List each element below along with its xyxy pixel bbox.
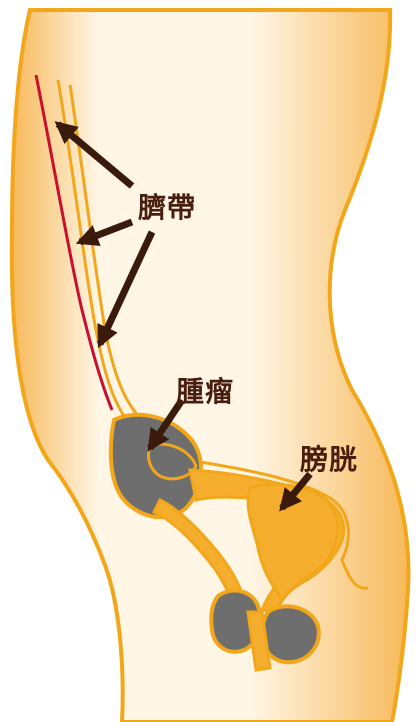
label-umbilical-cord: 臍帶 — [138, 194, 196, 222]
label-bladder: 膀胱 — [300, 446, 358, 474]
label-tumor: 腫瘤 — [176, 378, 234, 406]
lower-mass-right — [262, 606, 319, 662]
